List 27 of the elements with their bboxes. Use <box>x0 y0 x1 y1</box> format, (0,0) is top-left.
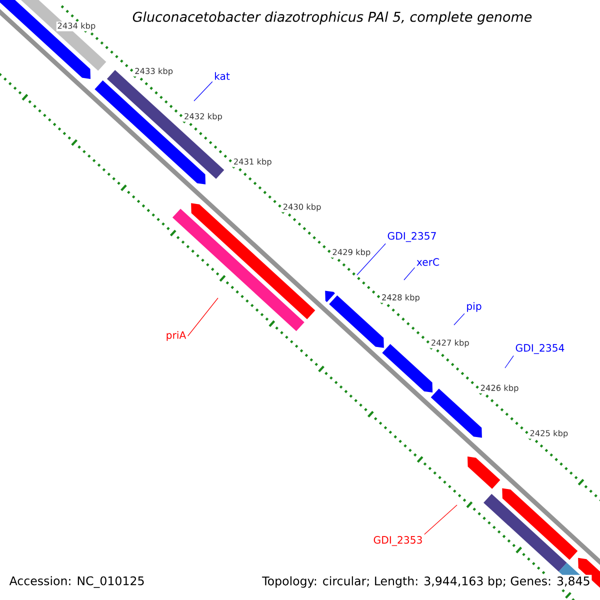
gene-label: priA <box>166 331 186 341</box>
leader-line <box>356 243 386 276</box>
leader-line <box>194 81 213 102</box>
title: Gluconacetobacter diazotrophicus PAl 5, complete genome <box>132 11 532 25</box>
tick-label: 2430 kbp <box>282 202 322 212</box>
gene-label: pip <box>467 302 482 312</box>
tick-label: 2426 kbp <box>479 384 520 394</box>
tick-label: 2427 kbp <box>430 338 470 348</box>
tick-label: 2434 kbp <box>56 22 96 32</box>
gene-label: GDI_2357 <box>388 232 436 242</box>
tick-label: 2429 kbp <box>331 248 372 258</box>
gene-label: GDI_2353 <box>374 536 422 546</box>
gene-label: kat <box>215 72 230 80</box>
leader-line <box>188 298 218 336</box>
genome-info-text: Topology: circular; Length: 3,944,163 bp; Genes: 3,845 <box>260 574 592 590</box>
accession-text: Accession: NC_010125 <box>9 576 144 588</box>
tick-label: 2428 kbp <box>380 293 421 303</box>
tick-label: 2433 kbp <box>134 66 174 76</box>
gene-label: GDI_2354 <box>516 344 564 354</box>
tick-label: 2432 kbp <box>183 112 224 122</box>
leader-line <box>404 267 416 280</box>
tick-label: 2431 kbp <box>232 158 273 168</box>
leader-line <box>454 313 465 326</box>
leader-line <box>424 504 458 535</box>
gene-label: xerC <box>416 258 440 266</box>
leader-line <box>504 355 514 368</box>
tick-label: 2425 kbp <box>528 429 569 439</box>
